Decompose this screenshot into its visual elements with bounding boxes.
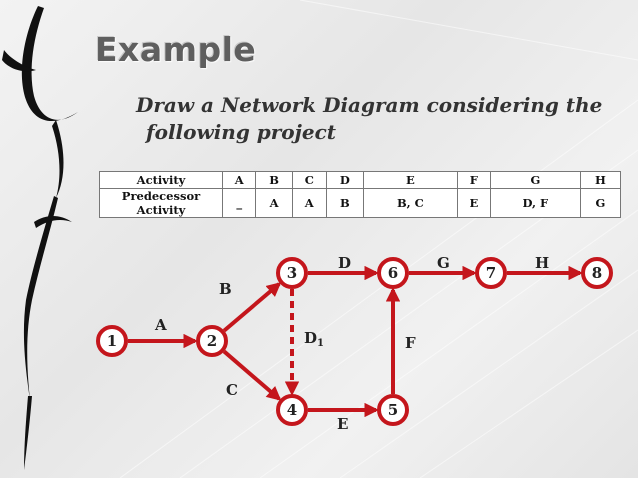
slide-subtitle: Draw a Network Diagram considering the f… bbox=[136, 92, 606, 146]
table-header-row: Activity A B C D E F G H bbox=[99, 171, 622, 189]
node-7: 7 bbox=[475, 257, 507, 289]
edge-label-3-6: D bbox=[338, 254, 351, 272]
edge-arrow-2-4 bbox=[222, 349, 282, 401]
node-circle bbox=[377, 257, 409, 289]
node-2: 2 bbox=[196, 325, 228, 357]
table-cell: A bbox=[255, 188, 293, 218]
node-4: 4 bbox=[276, 394, 308, 426]
node-circle bbox=[377, 394, 409, 426]
node-label: 3 bbox=[287, 264, 297, 282]
decorative-brush-figure bbox=[2, 6, 78, 470]
node-label: 8 bbox=[592, 264, 602, 282]
subtitle-line-1: Draw a Network Diagram considering the bbox=[136, 93, 603, 117]
slide-title: Example bbox=[95, 30, 257, 69]
table-cell: Activity bbox=[99, 171, 223, 189]
edge-arrow-2-3 bbox=[222, 282, 282, 333]
table-row: Predecessor Activity _ A A B B, C E D, F… bbox=[99, 188, 622, 218]
table-cell: B, C bbox=[362, 188, 458, 218]
table-cell: E bbox=[456, 188, 491, 218]
node-label: 5 bbox=[388, 401, 398, 419]
table-cell: B bbox=[325, 188, 364, 218]
node-8: 8 bbox=[581, 257, 613, 289]
edge-label-1-2: A bbox=[154, 316, 167, 334]
node-label: 6 bbox=[388, 264, 398, 282]
node-circle bbox=[581, 257, 613, 289]
predecessor-table: Activity A B C D E F G H Predecessor Act… bbox=[99, 171, 622, 218]
node-circle bbox=[196, 325, 228, 357]
table-cell: G bbox=[579, 188, 622, 218]
node-circle bbox=[475, 257, 507, 289]
table-cell: Predecessor Activity bbox=[99, 188, 223, 218]
node-label: 2 bbox=[207, 332, 217, 350]
table-cell: A bbox=[291, 188, 327, 218]
table-cell: D, F bbox=[489, 188, 581, 218]
table-cell: _ bbox=[221, 188, 257, 218]
edge-label-subscript: 1 bbox=[317, 338, 324, 349]
node-circle bbox=[276, 394, 308, 426]
node-5: 5 bbox=[377, 394, 409, 426]
edge-label-2-3: B bbox=[219, 280, 232, 298]
edge-label-7-8: H bbox=[535, 254, 549, 272]
node-label: 7 bbox=[486, 264, 496, 282]
subtitle-line-2: following project bbox=[146, 120, 337, 144]
edge-label-6-7: G bbox=[437, 254, 450, 272]
node-label: 1 bbox=[107, 332, 117, 350]
edge-label-5-6: F bbox=[405, 334, 416, 352]
node-6: 6 bbox=[377, 257, 409, 289]
edge-label-4-5: E bbox=[337, 415, 348, 433]
node-3: 3 bbox=[276, 257, 308, 289]
node-label: 4 bbox=[287, 401, 297, 419]
node-circle bbox=[96, 325, 128, 357]
node-circle bbox=[276, 257, 308, 289]
node-1: 1 bbox=[96, 325, 128, 357]
edge-label-2-4: C bbox=[226, 381, 238, 399]
edge-label-3-4: D1 bbox=[304, 329, 324, 349]
